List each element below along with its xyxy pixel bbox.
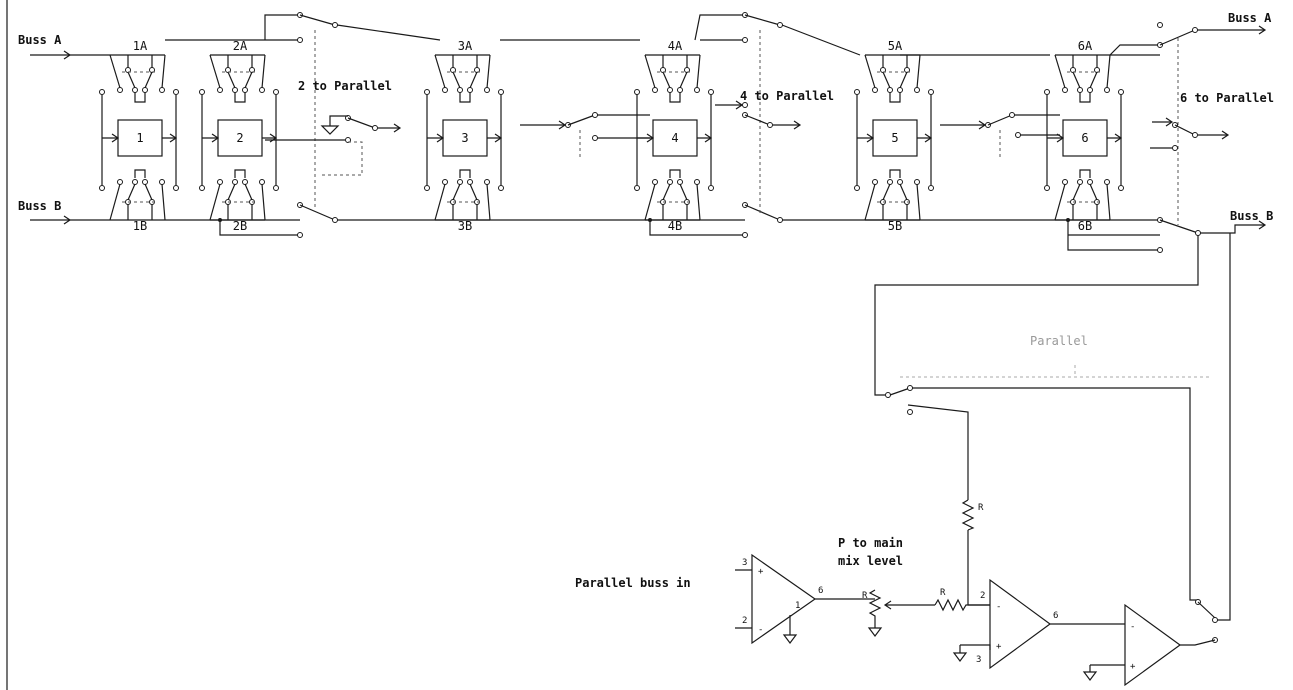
pin-minus: -	[996, 602, 1001, 612]
pin-minus: -	[758, 625, 763, 635]
wiper-arrow	[883, 600, 935, 610]
module-6: 6 6A 6B	[1044, 39, 1124, 233]
p-to-main-label-1: P to main	[838, 536, 903, 550]
module-box	[652, 119, 698, 157]
pin-3: 3	[976, 655, 981, 665]
op-amp-input-wires	[735, 569, 875, 635]
ground-icon	[782, 634, 798, 644]
module-a-label: 4A	[668, 39, 683, 53]
module-b-label: 4B	[668, 219, 682, 233]
op-amp-output-wires	[1089, 639, 1216, 672]
buss-a-label: Buss A	[18, 33, 62, 47]
buss-b-input-arrow	[30, 215, 72, 225]
pin-1: 1	[795, 601, 800, 611]
switch-a-4	[742, 12, 861, 56]
junction-dot	[1066, 218, 1070, 222]
output-switch	[1195, 599, 1218, 643]
module-a-label: 3A	[458, 39, 473, 53]
junction-dot	[648, 218, 652, 222]
p-to-main-label-2: mix level	[838, 554, 903, 568]
module-a-label: 1A	[133, 39, 148, 53]
switch-a-2	[297, 12, 441, 43]
modules-layer: 1 1A 1B 2 2A 2B 3 3A 3B 4 4A 4B 5 5A 5B 6 6A 6B	[99, 39, 1124, 233]
to-parallel-switch-6	[940, 112, 1230, 160]
pin-minus: -	[1130, 622, 1135, 632]
buss-b-out-label: Buss B	[1230, 209, 1273, 223]
parallel-label: Parallel	[1030, 334, 1088, 348]
module-a-label: 5A	[888, 39, 903, 53]
ground-icon	[1082, 671, 1098, 681]
parallel-return-wire	[912, 387, 1198, 601]
module-b-label: 5B	[888, 219, 902, 233]
pin-2: 2	[742, 616, 747, 626]
module-b-label: 3B	[458, 219, 472, 233]
ground-icon	[952, 645, 968, 662]
pin-6: 6	[1053, 611, 1058, 621]
buss-b-label: Buss B	[18, 199, 61, 213]
module-1: 1 1A 1B	[99, 39, 179, 233]
module-b-label: 6B	[1078, 219, 1092, 233]
pot-label: R	[862, 591, 868, 601]
to-parallel-label-6: 6 to Parallel	[1180, 91, 1274, 105]
switch-b-2	[297, 202, 440, 238]
parallel-gang-link	[900, 365, 1210, 378]
to-parallel-label-4: 4 to Parallel	[740, 89, 834, 103]
module-b-label: 1B	[133, 219, 147, 233]
resistor-horizontal-label: R	[940, 588, 946, 598]
resistor-vertical-label: R	[978, 503, 984, 513]
module-number: 3	[461, 131, 468, 145]
module-3: 3 3A 3B	[424, 39, 504, 233]
pin-plus: +	[996, 642, 1002, 652]
module-number: 4	[671, 131, 678, 145]
to-parallel-switch-4	[520, 100, 802, 160]
op-amp-input	[751, 553, 817, 645]
module-box	[1062, 119, 1108, 157]
module-a-label: 6A	[1078, 39, 1093, 53]
ground-icon	[867, 627, 883, 637]
op-amp-mix-wires	[960, 604, 1125, 650]
parallel-wire	[874, 233, 1231, 621]
junction-dot	[218, 218, 222, 222]
to-parallel-label-2: 2 to Parallel	[298, 79, 392, 93]
buss-a-input-arrow	[30, 50, 72, 60]
buss-a-wire	[70, 14, 1160, 56]
module-2: 2 2A 2B	[199, 39, 279, 233]
op-amp-output	[1124, 603, 1182, 687]
pin-2: 2	[980, 591, 985, 601]
pin-3: 3	[742, 558, 747, 568]
switch-b-4	[742, 202, 860, 238]
module-b-label: 2B	[233, 219, 247, 233]
module-number: 5	[891, 131, 898, 145]
level-potentiometer	[868, 589, 882, 628]
pin-plus: +	[1130, 662, 1136, 672]
module-5: 5 5A 5B	[854, 39, 934, 233]
op-amp-mix	[989, 578, 1052, 670]
to-parallel-switch-2	[265, 115, 402, 176]
module-a-label: 2A	[233, 39, 248, 53]
module-number: 6	[1081, 131, 1088, 145]
buss-b-wire	[70, 219, 1160, 251]
resistor-horizontal	[934, 598, 990, 612]
buss-a-out-label: Buss A	[1228, 11, 1272, 25]
parallel-switch	[885, 385, 913, 415]
module-number: 1	[136, 131, 143, 145]
switch-b-6	[1157, 217, 1267, 253]
pin-6: 6	[818, 586, 823, 596]
pin-plus: +	[758, 567, 764, 577]
module-4: 4 4A 4B	[634, 39, 714, 233]
module-box	[872, 119, 918, 157]
switch-a-6	[1157, 22, 1267, 48]
module-number: 2	[236, 131, 243, 145]
resistor-vertical	[961, 499, 975, 531]
parallel-buss-in-label: Parallel buss in	[575, 576, 691, 590]
